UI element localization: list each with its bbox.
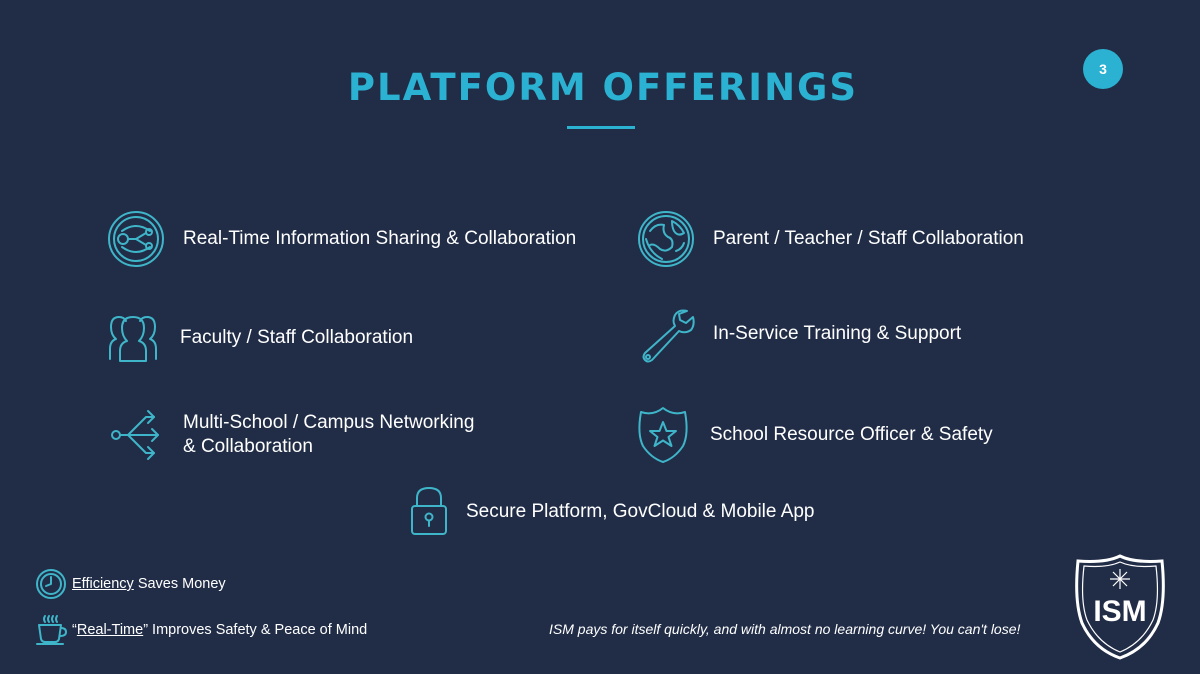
bullet-open-quote: “ <box>72 622 77 638</box>
bullet-efficiency: Efficiency Saves Money <box>34 567 226 601</box>
people-group-icon <box>102 307 164 369</box>
bullet-text: ” Improves Safety & Peace of Mind <box>143 622 368 638</box>
offering-in-service-training: In-Service Training & Support <box>635 303 961 365</box>
offering-label: Multi-School / Campus Networking & Colla… <box>183 411 474 459</box>
wrench-icon <box>635 303 697 365</box>
network-arrows-icon <box>105 404 167 466</box>
tagline: ISM pays for itself quickly, and with al… <box>549 621 1021 637</box>
bullet-underlined-text: Efficiency <box>72 576 134 592</box>
offering-label: Real-Time Information Sharing & Collabor… <box>183 228 577 249</box>
offering-label: School Resource Officer & Safety <box>710 424 993 445</box>
offering-label: Parent / Teacher / Staff Collaboration <box>713 228 1024 249</box>
offering-label: Faculty / Staff Collaboration <box>180 327 414 348</box>
connection-circle-icon <box>105 208 167 270</box>
offering-parent-teacher-staff: Parent / Teacher / Staff Collaboration <box>635 208 1024 270</box>
globe-icon <box>635 208 697 270</box>
bullet-text: Saves Money <box>133 576 226 592</box>
title-underline <box>567 126 635 129</box>
bullet-underlined-text: Real-Time <box>76 622 144 638</box>
coffee-cup-icon <box>36 615 67 645</box>
bullet-real-time: “Real-Time” Improves Safety & Peace of M… <box>34 613 367 647</box>
offering-label-line-1: Multi-School / Campus Networking <box>183 412 475 433</box>
offering-school-resource-officer: School Resource Officer & Safety <box>632 404 993 466</box>
page-number-badge: 3 <box>1083 49 1123 89</box>
shield-logo-icon: ISM <box>1075 554 1165 660</box>
clock-icon <box>36 569 66 599</box>
offering-label: In-Service Training & Support <box>713 323 962 344</box>
slide-title: PLATFORM OFFERINGS <box>347 66 859 109</box>
offering-label: Secure Platform, GovCloud & Mobile App <box>466 501 815 522</box>
offering-faculty-staff: Faculty / Staff Collaboration <box>102 307 413 369</box>
offering-secure-platform: Secure Platform, GovCloud & Mobile App <box>398 481 815 543</box>
offering-multi-school: Multi-School / Campus Networking & Colla… <box>105 404 474 466</box>
offering-real-time-sharing: Real-Time Information Sharing & Collabor… <box>105 208 576 270</box>
badge-star-icon <box>632 404 694 466</box>
offering-label-line-2: & Collaboration <box>183 436 313 457</box>
logo-text: ISM <box>1093 595 1146 628</box>
padlock-icon <box>398 481 460 543</box>
